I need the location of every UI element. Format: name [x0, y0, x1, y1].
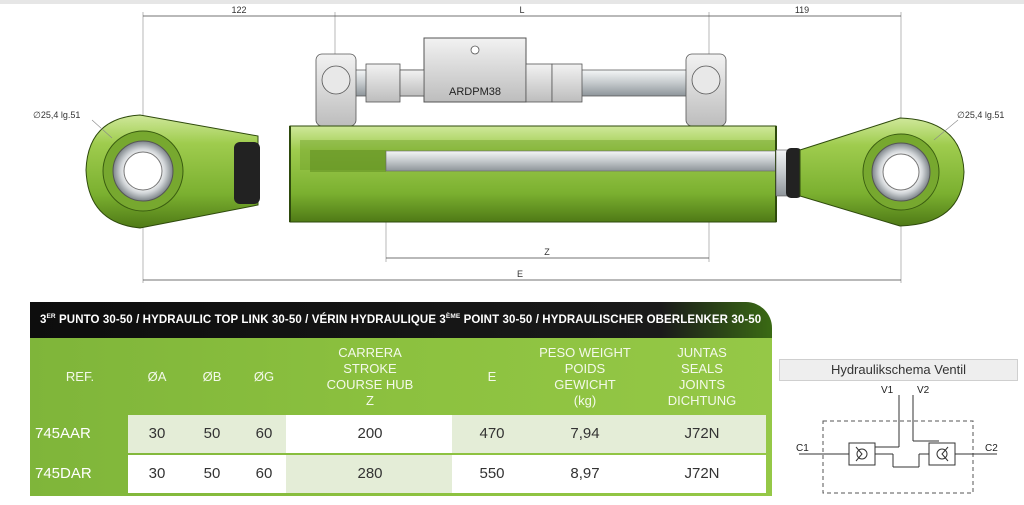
schema-v2-label: V2: [917, 385, 930, 396]
dim-L-label: L: [519, 5, 524, 15]
spec-table-header: 3ER PUNTO 30-50 / HYDRAULIC TOP LINK 30-…: [30, 302, 772, 338]
schema-diagram: V1 V2 C1 C2: [796, 385, 998, 494]
valve-model-label: ARDPM38: [449, 86, 501, 98]
cylinder-drawing: 122 L 119 Z E ØG ØB ØA ARDPM38: [33, 5, 1004, 283]
row1-weight: 7,94: [570, 425, 600, 442]
row2-a: 30: [148, 465, 166, 482]
row2-seals: J72N: [684, 465, 720, 482]
row1-band-stroke: [286, 415, 452, 453]
row2-band-dims: [128, 455, 286, 493]
dim-left-label: 122: [231, 5, 246, 15]
row1-seals: J72N: [684, 425, 720, 442]
row1-g: 60: [255, 425, 273, 442]
row1-a: 30: [148, 425, 166, 442]
header-ref: REF.: [65, 369, 95, 384]
pin-right-label: ∅25,4 lg.51: [957, 110, 1004, 120]
dim-right-label: 119: [795, 5, 809, 15]
row1-z: 200: [357, 425, 383, 442]
row1-ref: 745AAR: [35, 425, 91, 442]
header-g: ØG: [253, 369, 275, 384]
row2-weight: 8,97: [570, 465, 600, 482]
row2-g: 60: [255, 465, 273, 482]
row2-band-stroke: [286, 455, 452, 493]
pin-left-label: ∅25,4 lg.51: [33, 110, 80, 120]
pin-left-leader: [91, 119, 113, 139]
hydraulic-schema: Hydraulikschema Ventil V1 V2 C1 C2: [779, 359, 1018, 495]
cylinder-barrel: [289, 125, 791, 223]
schema-c1-label: C1: [796, 443, 809, 454]
row1-band-dims: [128, 415, 286, 453]
schema-v1-label: V1: [881, 385, 894, 396]
pin-right-leader: [933, 119, 959, 141]
valve-boundary: [822, 420, 974, 494]
row2-z: 280: [357, 465, 383, 482]
spec-table: 3ER PUNTO 30-50 / HYDRAULIC TOP LINK 30-…: [30, 302, 772, 496]
dim-E-label: E: [517, 269, 523, 279]
row2-ref: 745DAR: [35, 465, 92, 482]
left-eye: [85, 114, 260, 229]
dim-Z-label: Z: [544, 247, 550, 257]
row1-e: 470: [479, 425, 505, 442]
row1-b: 50: [203, 425, 221, 442]
top-bar: [0, 0, 1024, 4]
row2-band-rest: [452, 455, 766, 493]
header-e: E: [487, 369, 497, 384]
row2-b: 50: [203, 465, 221, 482]
header-b: ØB: [202, 369, 222, 384]
valve-assembly: [315, 37, 727, 127]
row2-e: 550: [479, 465, 505, 482]
row1-band-rest: [452, 415, 766, 453]
schema-title: Hydraulikschema Ventil: [779, 359, 1018, 381]
right-eye: [775, 117, 965, 227]
header-a: ØA: [147, 369, 167, 384]
spec-table-title: 3ER PUNTO 30-50 / HYDRAULIC TOP LINK 30-…: [40, 313, 762, 326]
schema-c2-label: C2: [985, 443, 998, 454]
